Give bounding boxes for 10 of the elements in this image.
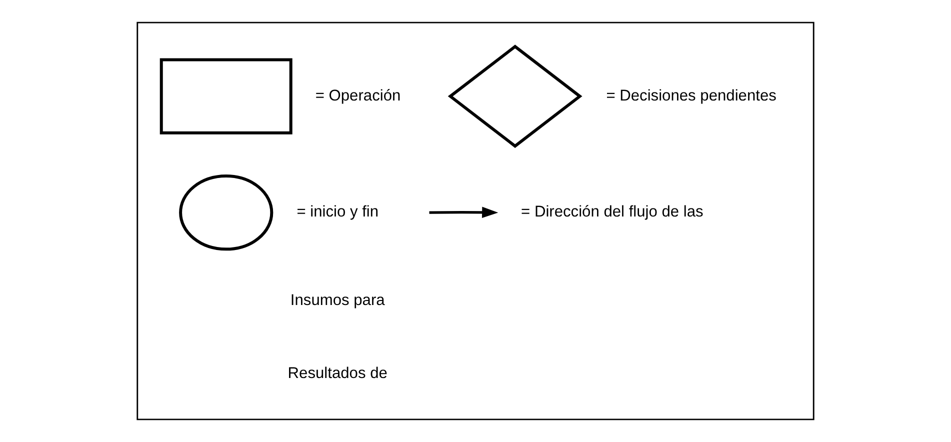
node-ellipse bbox=[179, 174, 274, 251]
node-box bbox=[160, 58, 292, 134]
node-label: = Decisiones pendientes bbox=[606, 87, 776, 104]
label: Insumos para bbox=[290, 292, 385, 309]
node-diamond bbox=[448, 44, 582, 148]
node-label: = Operación bbox=[315, 87, 401, 104]
legend-label: = Dirección del flujo de las bbox=[521, 204, 704, 221]
label: Resultados de bbox=[288, 364, 388, 382]
node-label: = inicio y fin bbox=[296, 204, 379, 221]
cluster bbox=[136, 22, 814, 420]
